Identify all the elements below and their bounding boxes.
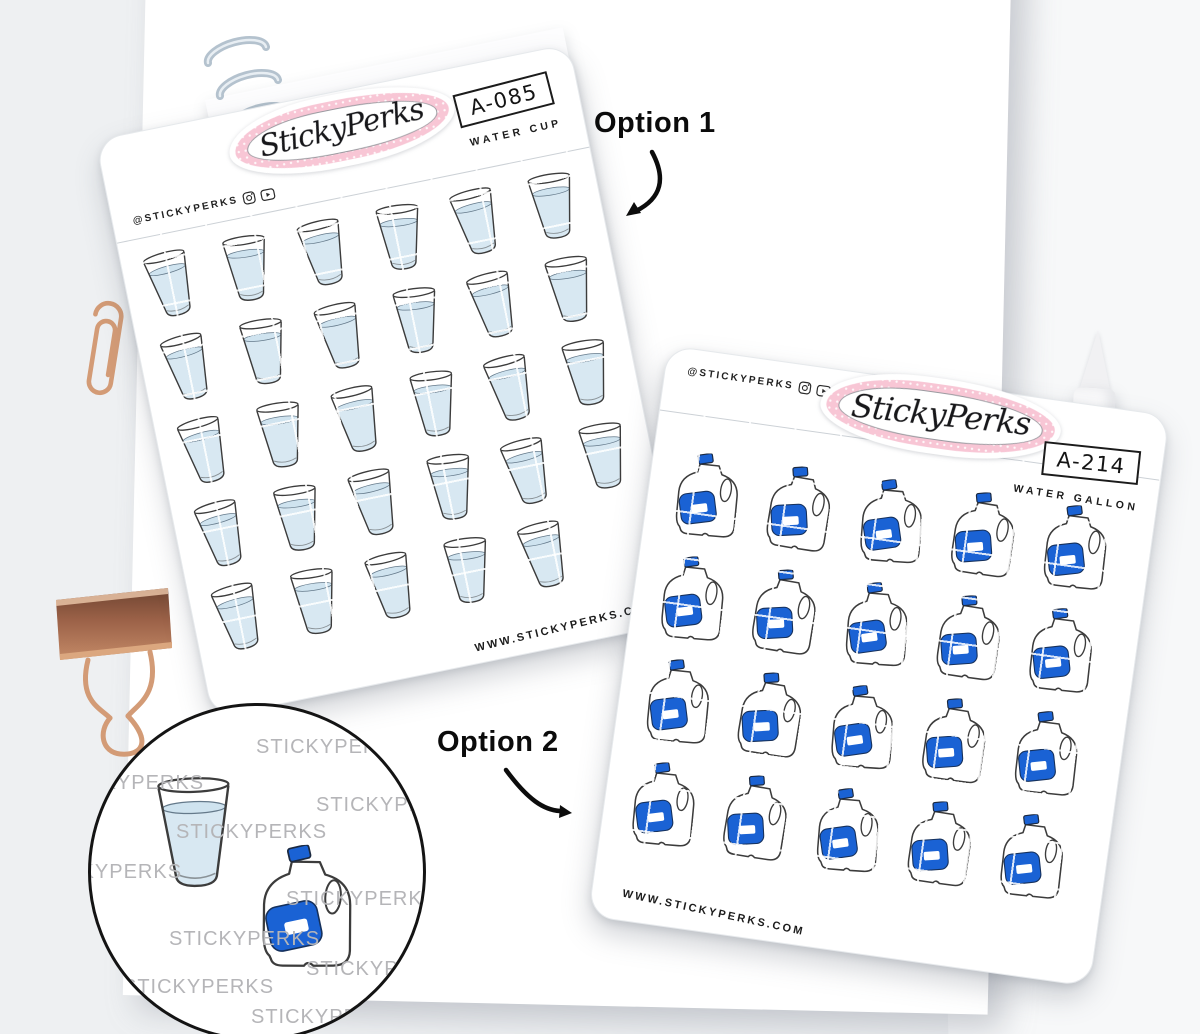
- water-cup-icon: [539, 247, 601, 332]
- water-gallon-icon: [897, 797, 980, 891]
- water-gallon-icon: [926, 591, 1009, 685]
- water-cup-icon: [171, 406, 240, 495]
- brand-name: StickyPerks: [255, 91, 427, 165]
- option-2-label: Option 2: [437, 726, 559, 758]
- water-gallon-icon: [623, 760, 702, 851]
- water-gallon-icon: [1020, 606, 1101, 698]
- water-cup-icon: [325, 375, 392, 463]
- youtube-icon: [260, 187, 276, 201]
- water-gallon-icon: [756, 462, 841, 557]
- social-handle-text: @STICKYPERKS: [686, 366, 795, 392]
- water-gallon-icon: [852, 478, 930, 567]
- watermark-text: STICKYPERKS: [123, 976, 275, 998]
- water-cup-icon: [573, 413, 635, 498]
- water-gallon-icon: [638, 657, 717, 748]
- water-gallon-icon: [941, 488, 1024, 582]
- water-cup-icon: [268, 476, 329, 561]
- watermark-text: STICKYPERKS: [169, 928, 321, 950]
- water-cup-icon: [358, 542, 425, 630]
- water-cup-icon: [522, 163, 584, 248]
- water-cup-icon: [204, 573, 273, 662]
- pen-tip: [1079, 329, 1113, 389]
- social-handle: @STICKYPERKS: [132, 186, 277, 228]
- water-gallon-icon: [713, 771, 798, 866]
- water-cup-icon: [421, 445, 481, 529]
- water-cup-icon: [285, 559, 346, 644]
- water-gallon-icon: [727, 668, 812, 763]
- watermark-text: STICKYPERKS: [91, 861, 183, 883]
- water-cup-icon: [556, 330, 618, 415]
- water-cup-icon: [371, 195, 431, 279]
- water-gallon-icon: [837, 581, 915, 670]
- sticker-grid-water-cup: [139, 162, 657, 667]
- watermark-text: STICKYPERKS: [316, 794, 423, 816]
- water-cup-icon: [494, 427, 562, 515]
- social-handle-text: @STICKYPERKS: [131, 194, 240, 227]
- watermark-text: STICKYPERKS: [306, 958, 423, 980]
- water-gallon-icon: [912, 694, 995, 788]
- water-gallon-icon: [652, 554, 731, 645]
- sticker-grid-water-gallon: [617, 448, 1135, 925]
- water-gallon-icon: [823, 684, 901, 773]
- water-cup-icon: [477, 344, 545, 432]
- water-gallon-icon: [741, 565, 826, 660]
- watermark-text: STICKYPERKS: [256, 736, 408, 758]
- water-cup-icon: [217, 226, 278, 311]
- social-handle: @STICKYPERKS: [687, 365, 833, 398]
- water-cup-icon: [291, 209, 358, 297]
- water-gallon-icon: [667, 452, 746, 543]
- water-cup-icon: [438, 528, 498, 612]
- sheet-code-badge: A-085: [452, 71, 555, 129]
- water-cup-icon: [137, 239, 206, 328]
- water-cup-icon: [251, 392, 312, 477]
- water-cup-icon: [460, 261, 528, 349]
- water-cup-icon: [511, 511, 579, 599]
- sticker-detail-circle: STICKYPERKS STICKYPERKS STICKYPERKS STICKYP…: [88, 703, 426, 1034]
- sticker-sheet-water-gallon: @STICKYPERKS StickyPerks A-214 WATER GAL…: [587, 345, 1171, 987]
- water-cup-icon: [404, 362, 464, 446]
- water-cup-icon: [388, 278, 448, 362]
- brand-name: StickyPerks: [849, 386, 1033, 443]
- sticker-sheet-water-cup: StickyPerks A-085 WATER CUP @STICKYPERKS…: [95, 43, 687, 719]
- water-gallon-icon: [991, 812, 1072, 904]
- water-gallon-icon: [1034, 503, 1115, 595]
- water-cup-icon: [188, 489, 257, 578]
- water-gallon-icon: [808, 787, 886, 876]
- sheet-code-badge: A-214: [1041, 441, 1142, 486]
- watermark-text: STICKYPERKS: [251, 1006, 403, 1028]
- water-gallon-icon: [1005, 709, 1086, 801]
- water-cup-icon: [308, 292, 375, 380]
- water-cup-icon: [154, 323, 223, 412]
- water-cup-icon: [341, 459, 408, 547]
- watermark-text: STICKYPERKS: [176, 821, 328, 843]
- water-cup-icon: [234, 309, 295, 394]
- watermark-text: STICKYPERKS: [88, 772, 205, 794]
- option-1-label: Option 1: [594, 107, 716, 139]
- instagram-icon: [798, 381, 812, 395]
- instagram-icon: [242, 191, 257, 205]
- watermark-text: STICKYPERKS: [286, 888, 426, 910]
- water-cup-icon: [443, 177, 511, 265]
